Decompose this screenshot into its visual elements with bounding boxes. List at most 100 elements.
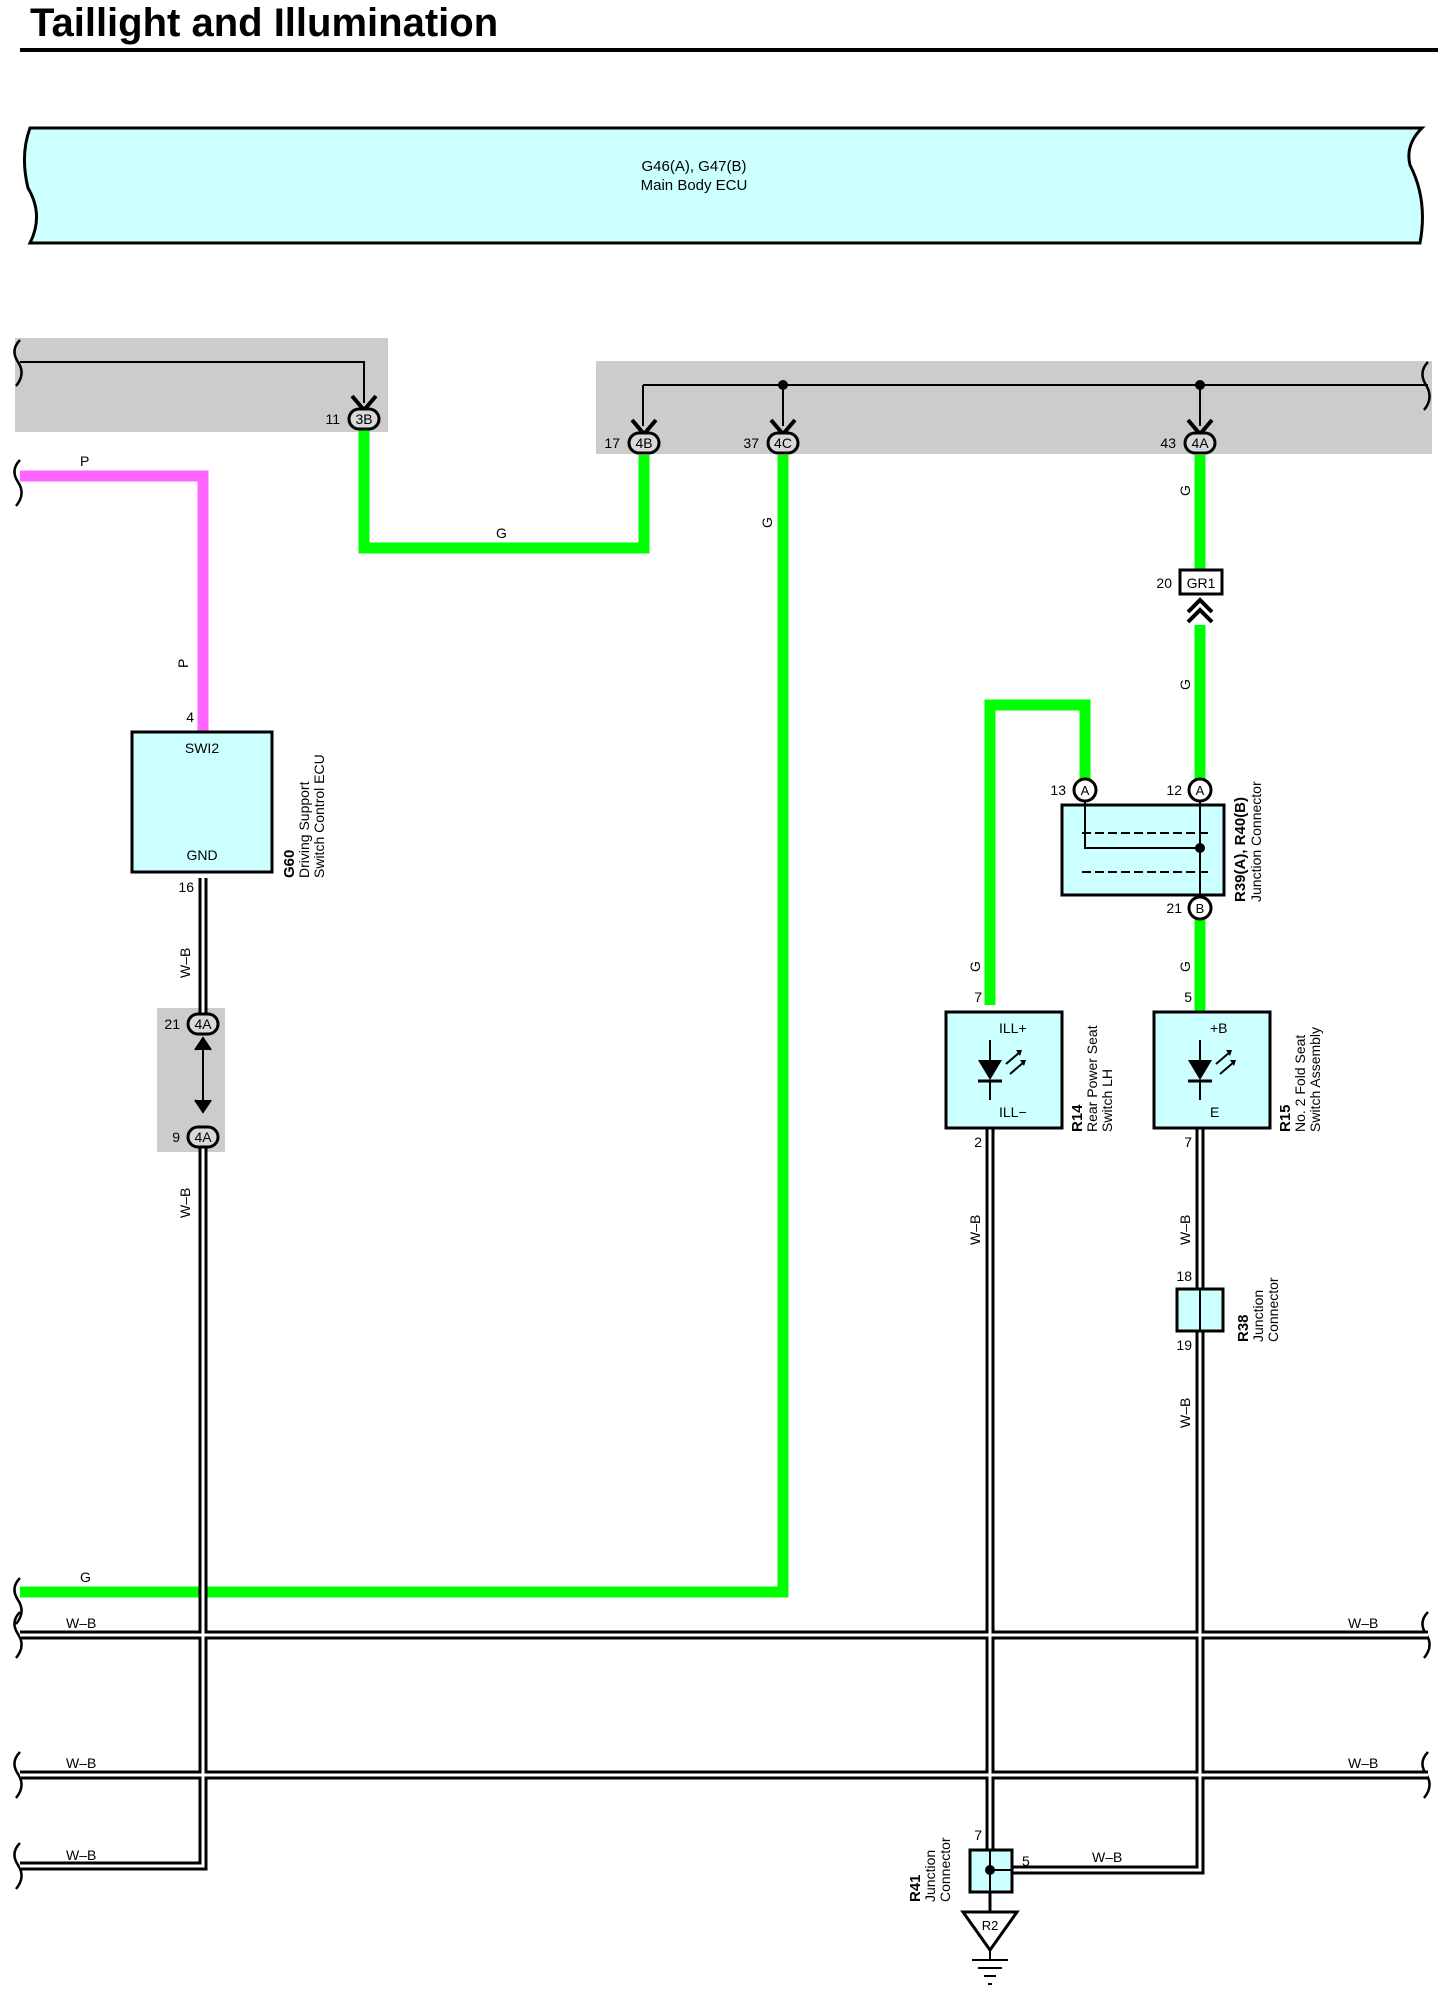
component-r38: 18 19 R38 Junction Connector (1175, 1268, 1281, 1353)
wire-label-g: G (967, 961, 983, 972)
ecu-pin-3b: 3B 11 (325, 394, 381, 431)
svg-text:16: 16 (178, 879, 194, 895)
component-r41: 7 5 R41 Junction Connector (907, 1827, 1030, 1902)
svg-text:No. 2 Fold Seat: No. 2 Fold Seat (1292, 1035, 1308, 1132)
main-body-ecu: G46(A), G47(B) Main Body ECU (23, 126, 1426, 245)
svg-text:4: 4 (186, 709, 194, 725)
wire-label-wb: W–B (1092, 1849, 1122, 1865)
inline-connector-4a-bottom: 4A 9 (172, 1125, 220, 1149)
component-r39-r40: A 13 A 12 B 21 R39(A), R40(B) Junction C… (1050, 777, 1264, 921)
wire-label-wb: W–B (177, 948, 193, 978)
svg-text:R15: R15 (1277, 1104, 1294, 1132)
ecu-internal-lines (20, 361, 1428, 426)
shaded-area-3b (15, 338, 388, 432)
title-underline (20, 48, 1438, 52)
svg-text:R41: R41 (907, 1874, 924, 1902)
svg-text:Rear Power Seat: Rear Power Seat (1084, 1025, 1100, 1132)
svg-text:7: 7 (1184, 1134, 1192, 1150)
wire-label-p: P (175, 659, 191, 668)
green-wires (20, 430, 1206, 1598)
wire-label-wb: W–B (967, 1215, 983, 1245)
svg-text:4C: 4C (774, 435, 792, 451)
svg-text:GND: GND (186, 847, 217, 863)
svg-text:37: 37 (743, 435, 759, 451)
inline-connector-gr1: GR1 20 (1156, 568, 1224, 624)
component-r14: ILL+ ILL− 7 2 R14 Rear Power Seat Switch… (944, 989, 1115, 1150)
svg-text:5: 5 (1184, 989, 1192, 1005)
shaded-area-4abc (596, 361, 1432, 454)
svg-text:ILL−: ILL− (999, 1104, 1027, 1120)
wire-label-g: G (759, 517, 775, 528)
wire-label-g: G (80, 1569, 91, 1585)
svg-text:Switch Control ECU: Switch Control ECU (311, 754, 327, 878)
wire-label-g: G (1177, 485, 1193, 496)
svg-text:43: 43 (1160, 435, 1176, 451)
svg-text:R39(A), R40(B): R39(A), R40(B) (1232, 797, 1249, 902)
wire-label-wb: W–B (1177, 1398, 1193, 1428)
wire-label-wb: W–B (177, 1188, 193, 1218)
svg-text:21: 21 (164, 1016, 180, 1032)
svg-text:R38: R38 (1235, 1314, 1252, 1342)
svg-text:21: 21 (1166, 900, 1182, 916)
pink-wire (20, 470, 209, 732)
svg-text:4A: 4A (1191, 435, 1209, 451)
splice-dot (778, 380, 788, 390)
svg-text:Driving Support: Driving Support (296, 781, 312, 878)
svg-text:9: 9 (172, 1129, 180, 1145)
wire-label-wb: W–B (1348, 1615, 1378, 1631)
wire-labels: P P G G G G G G G W–B W–B W–B W–B W–B W–… (66, 453, 1378, 1865)
splice-dot (1195, 380, 1205, 390)
svg-text:Switch Assembly: Switch Assembly (1307, 1027, 1323, 1132)
svg-text:20: 20 (1156, 575, 1172, 591)
svg-text:Junction Connector: Junction Connector (1248, 781, 1264, 902)
svg-text:13: 13 (1050, 782, 1066, 798)
svg-text:SWI2: SWI2 (185, 740, 219, 756)
ecu-pin-4c: 4C 37 (743, 418, 800, 455)
svg-text:7: 7 (974, 989, 982, 1005)
svg-text:11: 11 (325, 411, 340, 427)
svg-text:+B: +B (1210, 1020, 1228, 1036)
svg-text:Junction: Junction (922, 1850, 938, 1902)
page-title: Taillight and Illumination (30, 1, 499, 45)
wire-label-g: G (1177, 961, 1193, 972)
inline-connector-4a-top: 4A 21 (164, 1012, 220, 1114)
ecu-code: G46(A), G47(B) (641, 158, 746, 175)
svg-text:R14: R14 (1069, 1104, 1086, 1132)
wire-label-wb: W–B (1348, 1755, 1378, 1771)
svg-text:3B: 3B (355, 411, 372, 427)
wire-label-g: G (1177, 679, 1193, 690)
svg-text:12: 12 (1166, 782, 1182, 798)
svg-text:4A: 4A (194, 1129, 212, 1145)
component-r15: +B E 5 7 R15 No. 2 Fold Seat Switch Asse… (1152, 989, 1323, 1150)
svg-text:G60: G60 (281, 850, 298, 878)
wb-wires (20, 878, 1428, 1875)
svg-text:ILL+: ILL+ (999, 1020, 1027, 1036)
wire-label-g: G (496, 525, 507, 541)
svg-text:GR1: GR1 (1187, 575, 1216, 591)
wire-label-p: P (80, 453, 89, 469)
svg-text:Junction: Junction (1250, 1290, 1266, 1342)
svg-text:17: 17 (604, 435, 620, 451)
svg-text:2: 2 (974, 1134, 982, 1150)
svg-text:E: E (1210, 1104, 1219, 1120)
svg-text:R2: R2 (982, 1918, 999, 1933)
wire-label-wb: W–B (66, 1755, 96, 1771)
svg-text:B: B (1196, 901, 1205, 916)
component-g60: SWI2 GND 4 16 G60 Driving Support Switch… (130, 709, 327, 895)
svg-text:19: 19 (1176, 1337, 1192, 1353)
svg-text:18: 18 (1176, 1268, 1192, 1284)
wire-label-wb: W–B (1177, 1215, 1193, 1245)
ecu-pin-4b: 4B 17 (604, 418, 661, 455)
ground-r2: R2 (960, 1892, 1020, 1985)
wire-label-wb: W–B (66, 1847, 96, 1863)
svg-text:4B: 4B (635, 435, 652, 451)
svg-text:A: A (1081, 783, 1090, 798)
ecu-pin-4a: 4A 43 (1160, 418, 1217, 455)
svg-text:Switch LH: Switch LH (1099, 1069, 1115, 1132)
svg-text:Connector: Connector (937, 1837, 953, 1902)
svg-text:7: 7 (974, 1827, 982, 1843)
wire-label-wb: W–B (66, 1615, 96, 1631)
svg-text:4A: 4A (194, 1016, 212, 1032)
ecu-name: Main Body ECU (641, 177, 748, 194)
